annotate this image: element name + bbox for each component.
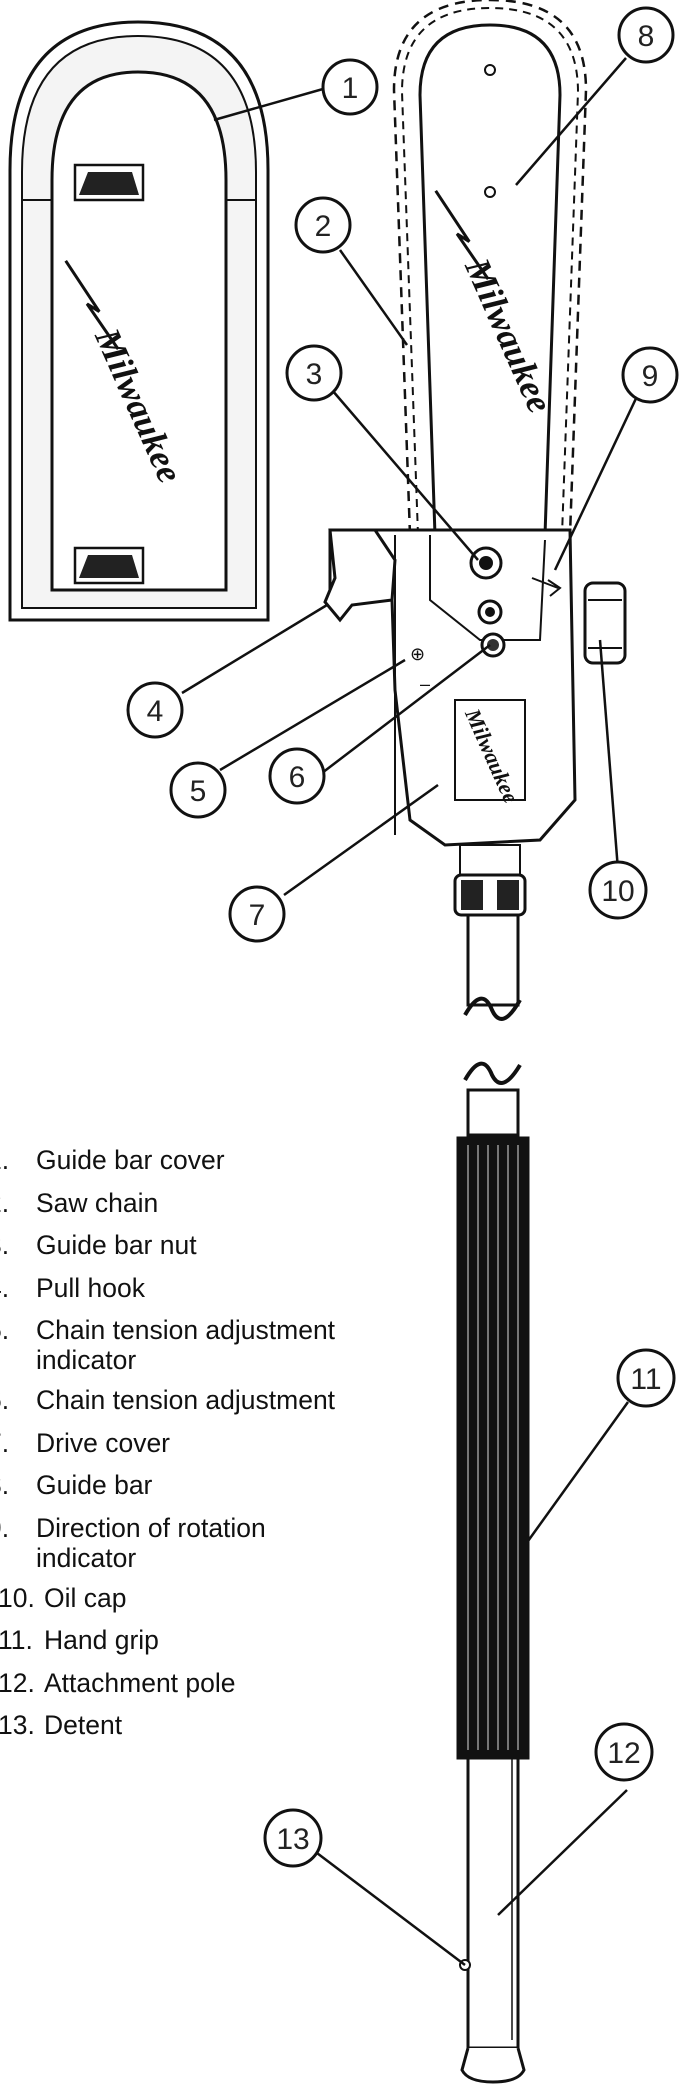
legend-item: 10. Oil cap — [0, 1583, 420, 1613]
guide-bar-cover: Milwaukee — [8, 20, 270, 622]
svg-text:2: 2 — [315, 210, 332, 243]
callout-7: 7 — [228, 885, 286, 943]
callout-12: 12 — [594, 1722, 654, 1782]
legend-label: Saw chain — [36, 1187, 159, 1218]
svg-text:12: 12 — [607, 1737, 640, 1770]
legend-item: 7. Drive cover — [0, 1428, 420, 1458]
callout-10: 10 — [588, 860, 648, 920]
parts-legend: 1. Guide bar cover 2. Saw chain 3. Guide… — [0, 1145, 420, 1753]
legend-item: 1. Guide bar cover — [0, 1145, 420, 1175]
svg-text:6: 6 — [289, 761, 306, 794]
svg-text:4: 4 — [147, 695, 164, 728]
legend-label: Guide bar — [36, 1470, 153, 1500]
callout-5: 5 — [169, 761, 227, 819]
legend-number: 12. — [0, 1667, 35, 1698]
legend-label: Detent — [44, 1710, 123, 1740]
svg-text:11: 11 — [630, 1363, 661, 1396]
svg-text:8: 8 — [638, 20, 655, 53]
guide-bar: Milwaukee — [392, 0, 588, 537]
svg-text:10: 10 — [601, 875, 634, 908]
callout-1: 1 — [321, 58, 379, 116]
legend-number: 7. — [0, 1427, 10, 1458]
legend-label: Drive cover — [36, 1427, 171, 1458]
legend-number: 3. — [0, 1230, 10, 1260]
svg-text:⊕: ⊕ — [410, 644, 425, 664]
svg-text:9: 9 — [642, 360, 659, 393]
legend-label: Chain tension adjustment indicator — [36, 1315, 336, 1375]
legend-number: 5. — [0, 1315, 10, 1345]
callouts: 1 2 3 4 5 6 7 8 9 10 11 12 13 — [126, 6, 679, 1868]
legend-number: 2. — [0, 1187, 10, 1218]
callout-13: 13 — [263, 1808, 323, 1868]
callout-6: 6 — [268, 747, 326, 805]
callout-4: 4 — [126, 681, 184, 739]
svg-text:13: 13 — [276, 1823, 309, 1856]
callout-9: 9 — [621, 346, 679, 404]
callout-8: 8 — [617, 6, 675, 64]
legend-item: 6. Chain tension adjustment — [0, 1385, 420, 1415]
legend-number: 11. — [0, 1625, 33, 1655]
legend-item: 9. Direction of rotation indicator — [0, 1513, 420, 1573]
legend-label: Pull hook — [36, 1272, 146, 1303]
legend-item: 11. Hand grip — [0, 1625, 420, 1655]
legend-label: Chain tension adjustment — [36, 1385, 336, 1415]
legend-item: 4. Pull hook — [0, 1273, 420, 1303]
legend-item: 8. Guide bar — [0, 1470, 420, 1500]
svg-text:7: 7 — [249, 899, 266, 932]
svg-text:1: 1 — [342, 72, 359, 105]
svg-text:–: – — [420, 674, 430, 694]
legend-label: Hand grip — [44, 1625, 159, 1655]
legend-number: 8. — [0, 1470, 10, 1500]
legend-number: 13. — [0, 1710, 35, 1740]
legend-number: 1. — [0, 1145, 10, 1175]
legend-item: 3. Guide bar nut — [0, 1230, 420, 1260]
legend-number: 4. — [0, 1272, 10, 1303]
legend-item: 12. Attachment pole — [0, 1668, 420, 1698]
legend-item: 2. Saw chain — [0, 1188, 420, 1218]
legend-item: 5. Chain tension adjustment indicator — [0, 1315, 420, 1375]
callout-3: 3 — [285, 344, 343, 402]
callout-2: 2 — [294, 196, 352, 254]
legend-number: 6. — [0, 1385, 10, 1415]
legend-label: Oil cap — [44, 1582, 127, 1613]
callout-11: 11 — [616, 1348, 676, 1408]
legend-label: Guide bar cover — [36, 1145, 225, 1175]
legend-number: 10. — [0, 1582, 35, 1613]
svg-text:5: 5 — [190, 775, 207, 808]
legend-label: Guide bar nut — [36, 1230, 197, 1260]
drive-housing: ⊕ – Milwaukee — [323, 528, 627, 847]
leader-lines — [181, 57, 642, 1966]
legend-label: Direction of rotation indicator — [36, 1512, 266, 1573]
legend-label: Attachment pole — [44, 1667, 236, 1698]
svg-text:3: 3 — [306, 358, 323, 391]
legend-item: 13. Detent — [0, 1710, 420, 1740]
legend-number: 9. — [0, 1512, 10, 1543]
